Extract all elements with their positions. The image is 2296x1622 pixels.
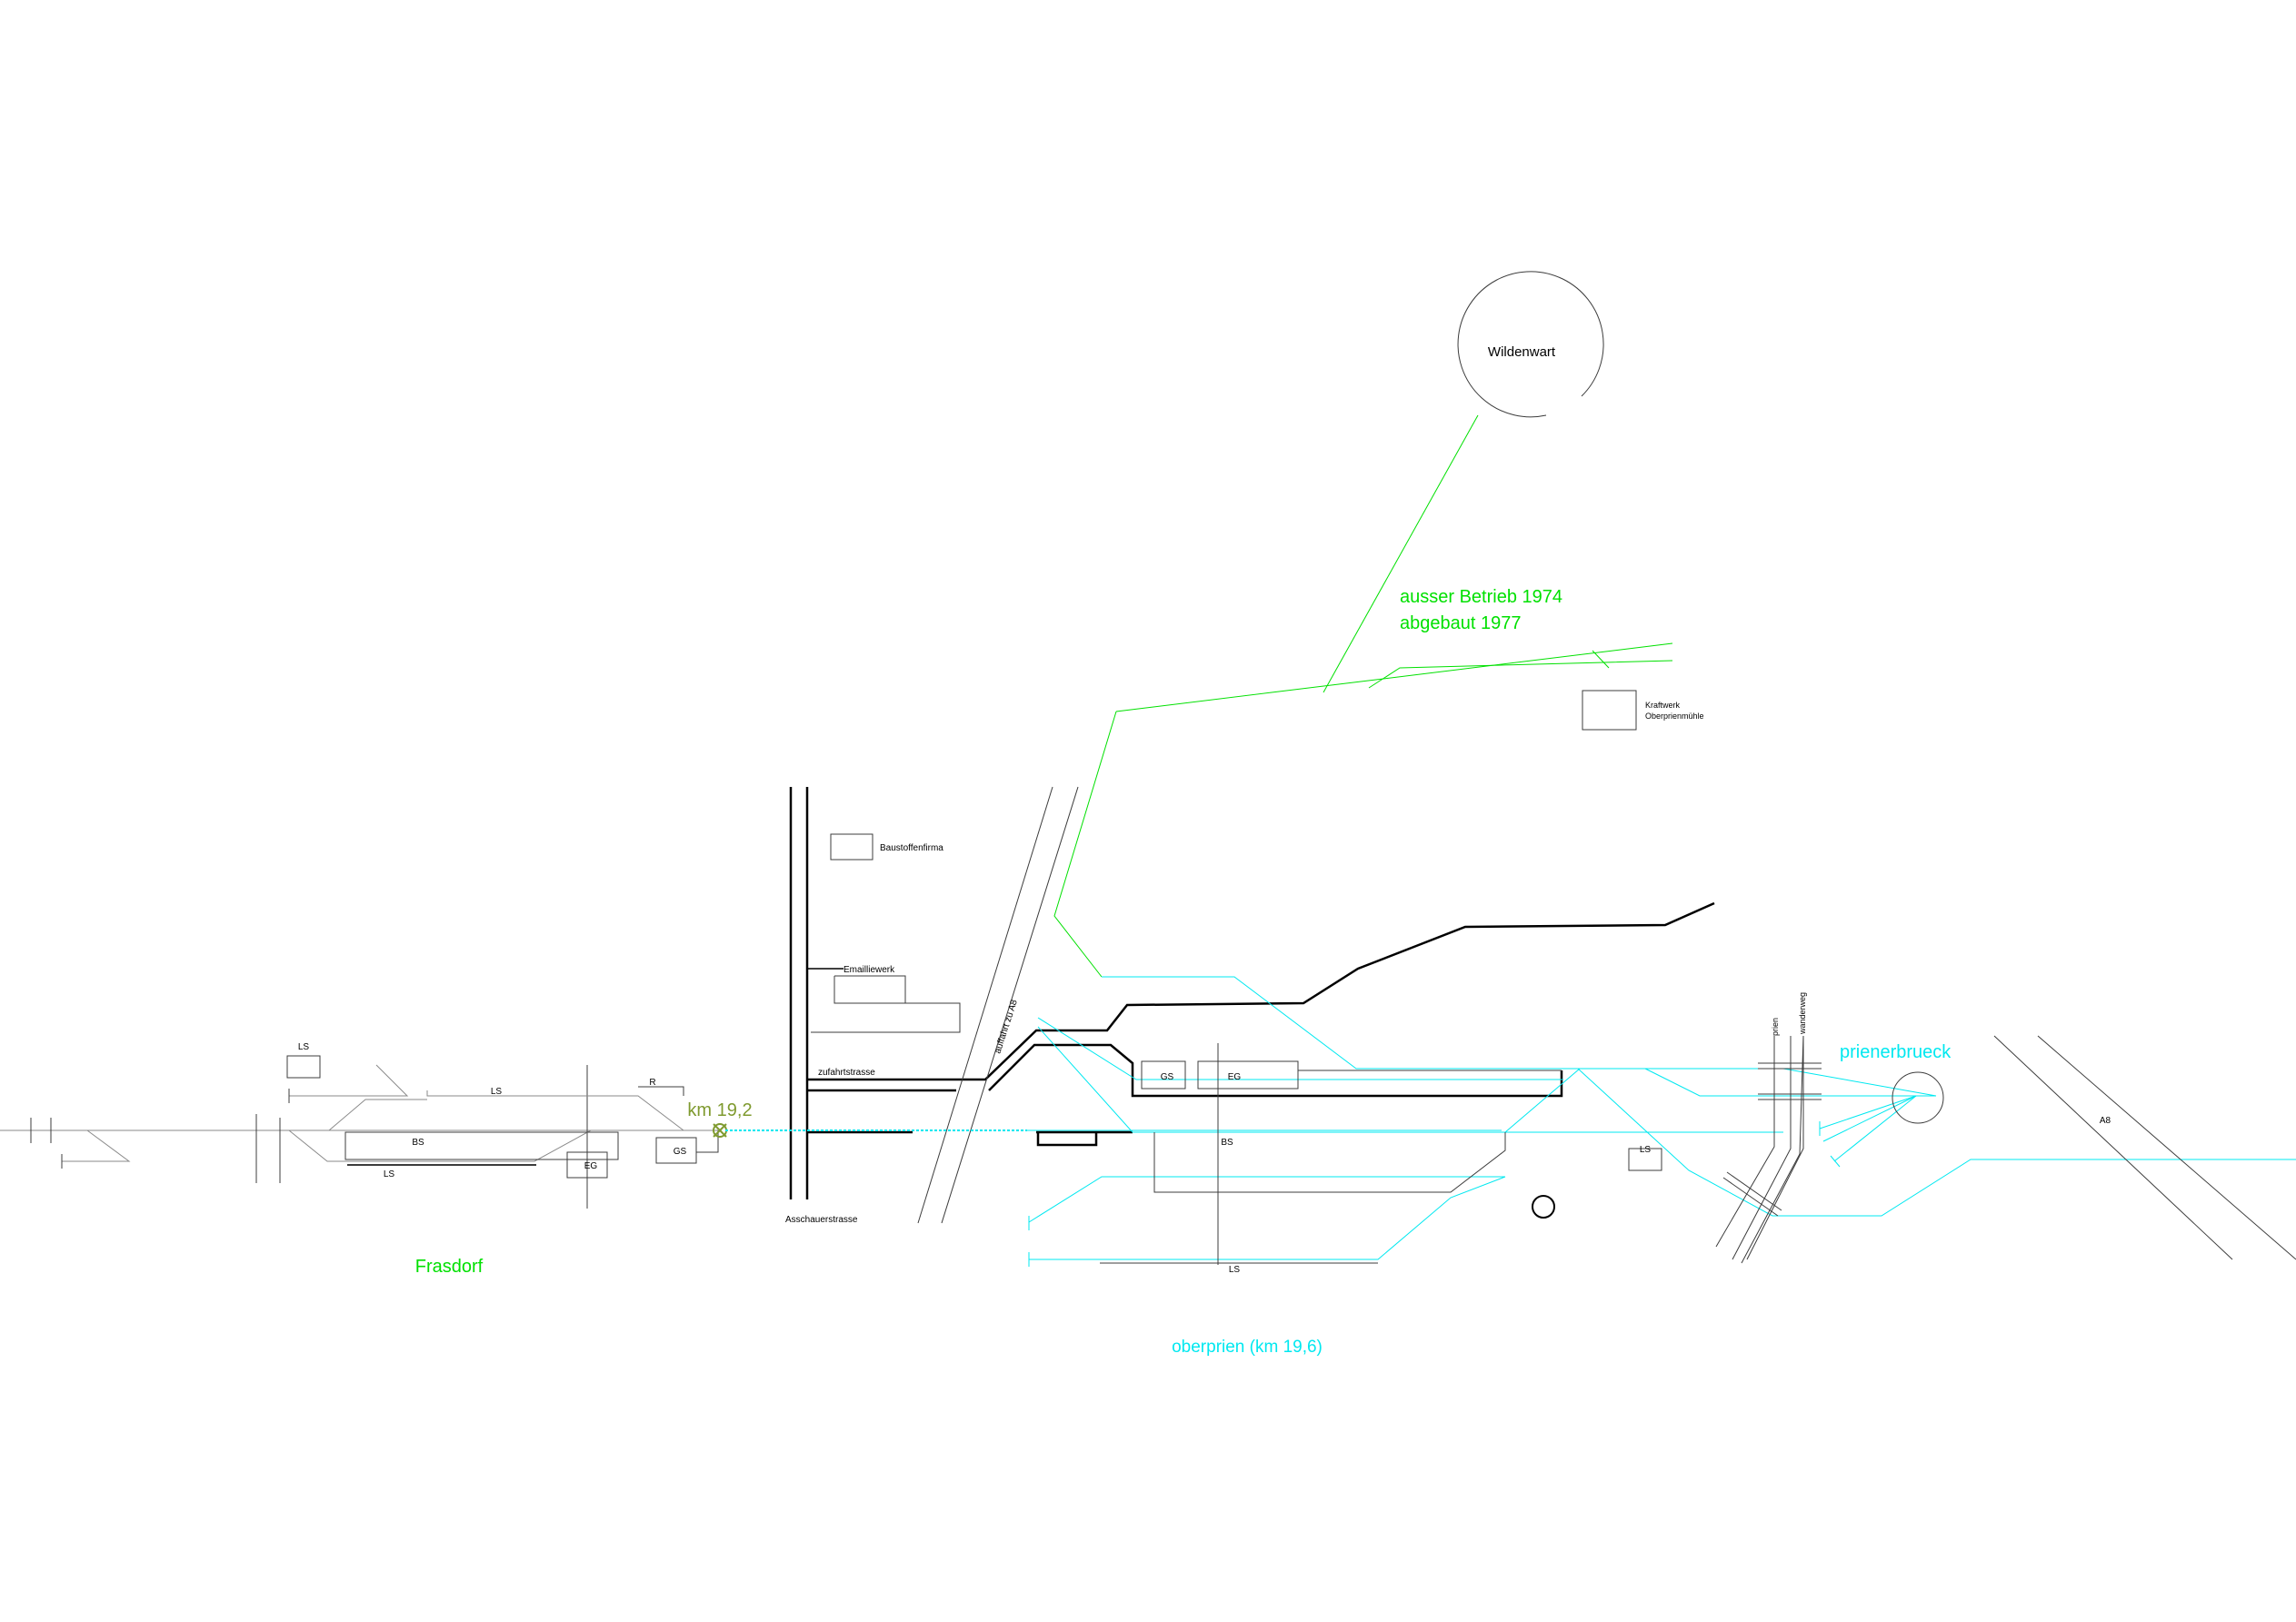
oberprien-stub (1036, 1132, 1098, 1147)
zufahrtstrasse-label: zufahrtstrasse (818, 1068, 875, 1078)
wildenwart-label: Wildenwart (1488, 344, 1556, 360)
abandoned-main-lower (1368, 660, 1673, 689)
bridge-approach-5 (1833, 1095, 1917, 1162)
frasdorf-siding-west (62, 1129, 131, 1162)
frasdorf-ls-building (286, 1055, 321, 1079)
km-marker-cross-2 (713, 1123, 727, 1138)
frasdorf-loop-track (288, 1129, 592, 1162)
prienerbrueck-label: prienerbrueck (1840, 1042, 1952, 1062)
bridge-buffer-1 (1830, 1155, 1841, 1168)
kraftwerk-building (1582, 690, 1637, 731)
frasdorf-ls-bottom-label: LS (384, 1169, 395, 1179)
oberprien-ls-building (1628, 1148, 1662, 1171)
oberprien-ls-bottom-label: LS (1229, 1265, 1241, 1275)
oberprien-gs-label: GS (1161, 1072, 1174, 1082)
current-to-bridge-2 (1644, 1068, 1783, 1097)
oberprien-round-marker (1532, 1195, 1555, 1219)
abandoned-note-1: ausser Betrieb 1974 (1400, 587, 1562, 607)
prien-river-right (1732, 1036, 1792, 1260)
abandoned-line: ausser Betrieb 1974 abgebaut 1977 (1053, 414, 1673, 978)
zufahrtstrasse-north (807, 901, 1715, 1081)
frasdorf-gs-connector (696, 1130, 719, 1153)
frasdorf-ls-track (289, 1064, 409, 1097)
auffahrt-left (917, 786, 1053, 1224)
emaillie-building-2 (811, 1002, 961, 1033)
oberprien-eg-label: EG (1228, 1072, 1242, 1082)
wanderweg-label: wanderweg (1798, 992, 1807, 1035)
frasdorf-platform-track (426, 1090, 684, 1131)
kraftwerk-label-1: Kraftwerk (1645, 701, 1681, 710)
bridge-approach-1 (1782, 1068, 1937, 1097)
a8-line-1 (1993, 1035, 2233, 1260)
kraftwerk-label-2: Oberprienmühle (1645, 711, 1704, 721)
km-marker-label: km 19,2 (687, 1100, 752, 1120)
frasdorf-bs-label: BS (412, 1138, 424, 1148)
wanderweg-left (1746, 1036, 1804, 1260)
auffahrt-right (941, 786, 1079, 1224)
frasdorf-r-building (638, 1086, 684, 1096)
frasdorf-bs-platform (344, 1131, 619, 1160)
emaillie-label: Emailliewerk (844, 965, 895, 975)
prienerbrueck-circle (1892, 1071, 1944, 1124)
abandoned-siding (1592, 650, 1610, 669)
current-to-a8 (1577, 1068, 2296, 1217)
oberprien-title: oberprien (km 19,6) (1172, 1338, 1323, 1357)
wanderweg-right (1741, 1035, 1804, 1264)
baustoff-building (830, 833, 873, 861)
frasdorf-title: Frasdorf (415, 1257, 484, 1277)
wildenwart-circle (1457, 271, 1604, 418)
bridge-rail-6 (1722, 1177, 1779, 1217)
prien-river-left (1715, 1036, 1775, 1248)
frasdorf-station: LS LS R BS LS EG GS (0, 1042, 719, 1209)
a8-label: A8 (2100, 1116, 2111, 1126)
abandoned-branch-wildenwart (1323, 414, 1479, 693)
current-lower-siding-2 (1029, 1176, 1506, 1260)
frasdorf-ls-platform-label: LS (491, 1087, 503, 1097)
asschauerstrasse-label: Asschauerstrasse (785, 1215, 858, 1225)
a8-line-2 (2037, 1035, 2296, 1260)
frasdorf-ls-label: LS (298, 1042, 310, 1052)
abandoned-main-upper (1115, 642, 1673, 712)
bridge-rail-5 (1726, 1171, 1782, 1211)
oberprien-bs-platform (1153, 1132, 1506, 1193)
a8-motorway: A8 (1993, 1035, 2296, 1260)
current-upper-curve (1102, 976, 1562, 1070)
oberprien-eg-building (1197, 1060, 1299, 1090)
bridge-approach-3 (1819, 1095, 1917, 1129)
oberprien-ls-right-label: LS (1640, 1145, 1652, 1155)
oberprien-gs-building (1141, 1060, 1186, 1090)
wildenwart-group: Wildenwart (1457, 271, 1604, 418)
abandoned-descending (1053, 711, 1117, 978)
baustoff-label: Baustoffenfirma (880, 843, 943, 853)
prien-bridge: prien wanderweg (1715, 992, 1944, 1264)
frasdorf-upper-curve (328, 1099, 427, 1131)
current-branch-oberprien (1037, 1017, 1563, 1080)
oberprien-loop (988, 1043, 1563, 1098)
industry: Baustoffenfirma Emailliewerk (811, 833, 961, 1033)
frasdorf-eg-label: EG (584, 1161, 598, 1171)
oberprien-station: GS EG BS LS LS (1100, 1043, 1662, 1275)
current-lower-siding-1 (1028, 1176, 1505, 1223)
frasdorf-r-label: R (649, 1078, 655, 1088)
prien-label: prien (1771, 1018, 1780, 1036)
frasdorf-gs-building (655, 1137, 697, 1164)
bridge-approach-4 (1822, 1095, 1917, 1142)
abandoned-note-2: abgebaut 1977 (1400, 613, 1521, 633)
frasdorf-gs-label: GS (674, 1147, 687, 1157)
km-marker: km 19,2 (687, 1100, 753, 1138)
frasdorf-eg-building (566, 1151, 608, 1179)
oberprien-bs-label: BS (1221, 1138, 1233, 1148)
kraftwerk: Kraftwerk Oberprienmühle (1582, 690, 1704, 731)
